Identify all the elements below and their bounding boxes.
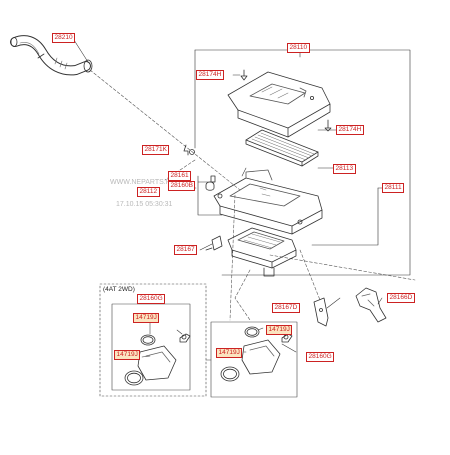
sensor-assembly-a [124, 333, 191, 386]
intake-duct [355, 287, 387, 323]
part-label-duct[interactable]: 28166D [387, 293, 415, 303]
part-label-mount-left[interactable]: 28167 [174, 245, 198, 255]
part-label-clamp-b1[interactable]: 14719J [266, 325, 293, 335]
mount-bracket [313, 297, 329, 327]
part-label-clip[interactable]: 28171K [142, 145, 170, 155]
watermark-timestamp: 17.10.15 05:30:31 [116, 201, 173, 208]
part-label-clamp-a2[interactable]: 14719J [114, 350, 141, 360]
cleaner-cover [227, 71, 331, 138]
part-label-grommet[interactable]: 28160B [168, 181, 196, 191]
part-label-bolt-right[interactable]: 28174H [336, 125, 364, 135]
part-label-mount-mid[interactable]: 28167D [272, 303, 300, 313]
variant-box-outline [99, 283, 207, 397]
watermark-site: WWW.NEPARTS.RU [110, 179, 176, 186]
part-label-lower-case[interactable]: 28111 [382, 183, 405, 193]
small-parts [183, 69, 332, 251]
part-label-bolt-a[interactable]: 28161 [168, 171, 192, 181]
part-label-bolt-top[interactable]: 28174H [196, 70, 224, 80]
part-label-case-ref[interactable]: 28112 [137, 187, 160, 197]
resonator [227, 227, 297, 277]
bracket-lines [189, 49, 411, 276]
part-label-hose[interactable]: 28210 [52, 33, 76, 43]
part-label-sensor-a[interactable]: 28160G [137, 294, 166, 304]
intake-hose [10, 35, 93, 76]
part-label-assembly[interactable]: 28110 [287, 43, 310, 53]
label-leaders [73, 39, 383, 358]
variant-note: (4AT 2WD) [103, 286, 135, 293]
sensor-assembly-b [220, 326, 293, 382]
lower-case [213, 169, 323, 235]
part-label-clamp-b2[interactable]: 14719J [216, 348, 243, 358]
filter-element [245, 129, 319, 167]
part-label-element[interactable]: 28113 [333, 164, 356, 174]
part-label-clamp-a1[interactable]: 14719J [133, 313, 160, 323]
part-label-sensor-b[interactable]: 28160G [306, 352, 335, 362]
